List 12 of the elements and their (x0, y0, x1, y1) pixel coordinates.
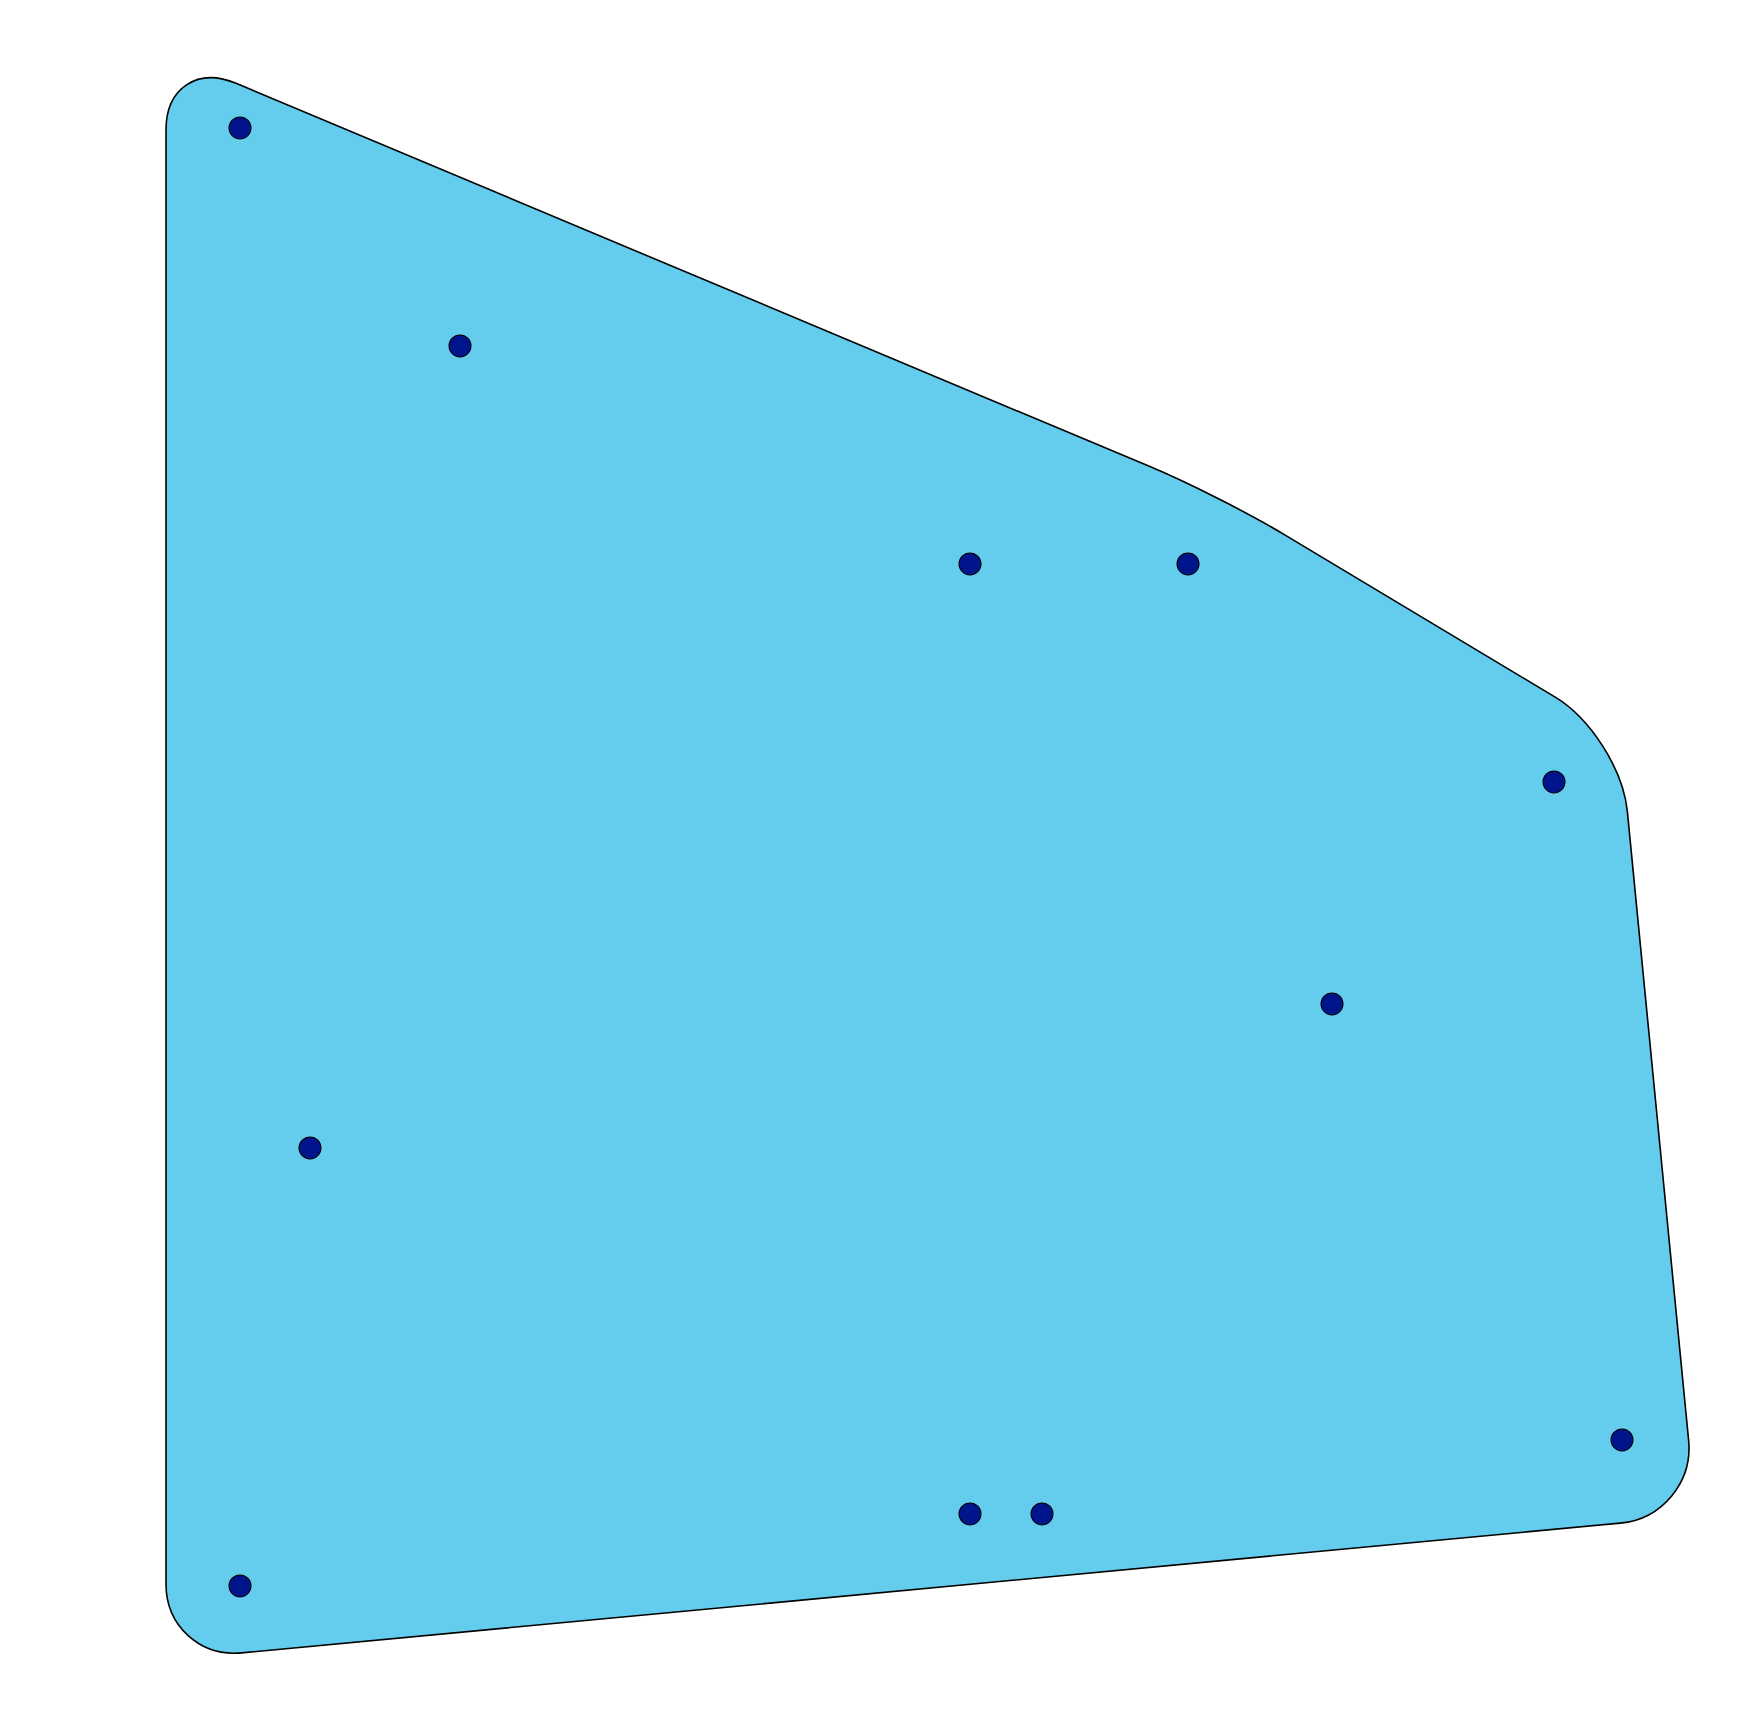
point-dot (1030, 1502, 1054, 1526)
point-dot (1610, 1428, 1634, 1452)
polygon-shape (165, 77, 1690, 1654)
point-dot (228, 1574, 252, 1598)
point-dot (1320, 992, 1344, 1016)
point-dot (958, 552, 982, 576)
point-dot (298, 1136, 322, 1160)
point-dot (1542, 770, 1566, 794)
point-dot (448, 334, 472, 358)
point-dot (958, 1502, 982, 1526)
point-dot (228, 116, 252, 140)
point-dot (1176, 552, 1200, 576)
